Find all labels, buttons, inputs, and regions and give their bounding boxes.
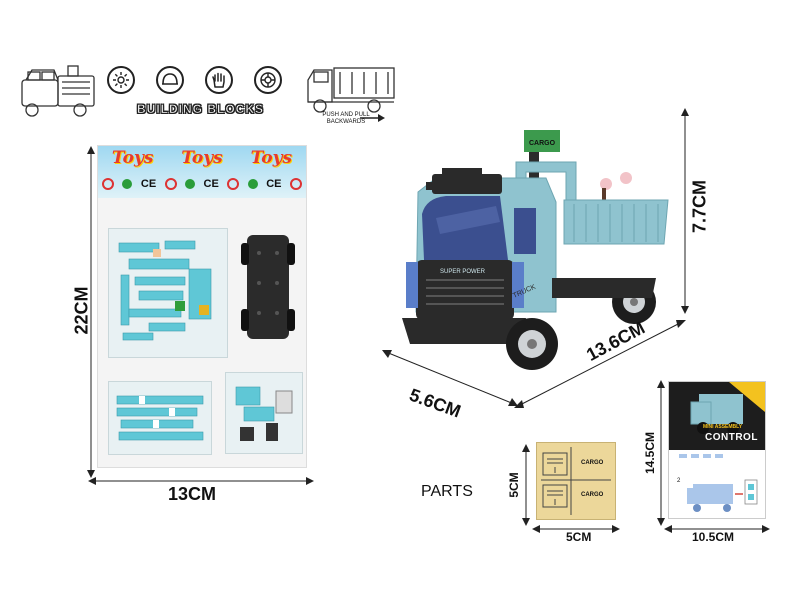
instruction-manual: MINI ASSEMBLY CONTROL 2	[668, 381, 766, 519]
toys-logo: Toys	[250, 148, 293, 168]
package-header: Toys Toys Toys CE CE CE	[98, 146, 306, 198]
truck-chassis	[241, 233, 295, 341]
parts-bag-small-1	[108, 381, 212, 455]
package-height-line	[86, 146, 96, 478]
push-pull-line1: PUSH AND PULL	[322, 112, 370, 118]
cargo-sign-text: CARGO	[529, 140, 556, 147]
wheel-icon	[254, 66, 282, 94]
truck-width-line	[380, 346, 520, 410]
recycle-icon	[247, 179, 258, 189]
arrow-right-icon	[360, 113, 386, 123]
no-small-parts-icon	[164, 178, 177, 190]
parts-width-label: 5CM	[566, 530, 592, 544]
parts-height-line	[521, 444, 531, 526]
package-bag: Toys Toys Toys CE CE CE	[97, 145, 307, 468]
package-width-label: 13CM	[168, 484, 217, 504]
grille-text: SUPER POWER	[440, 269, 486, 275]
manual-title-line2: CONTROL	[705, 432, 758, 443]
parts-bag-large	[108, 228, 228, 358]
parts-height-label: 5CM	[507, 472, 521, 498]
parts-label: PARTS	[421, 483, 473, 500]
manual-step-number: 2	[677, 478, 681, 484]
recycle-icon	[122, 179, 133, 189]
truck-height-line	[680, 108, 690, 314]
sticker-cargo-text-1: CARGO	[581, 460, 604, 466]
no-small-parts-icon	[227, 178, 240, 190]
feature-icons-row	[107, 66, 285, 98]
package-width-line	[88, 476, 314, 486]
ce-mark: CE	[203, 178, 219, 190]
truck-height-label: 7.7CM	[689, 180, 710, 234]
line-art-truck-front	[18, 62, 100, 120]
no-small-parts-icon	[289, 178, 302, 190]
helmet-icon	[156, 66, 184, 94]
warning-marks-row: CE CE CE	[102, 176, 302, 192]
manual-width-line	[664, 524, 770, 534]
manual-width-label: 10.5CM	[692, 530, 735, 544]
ce-mark: CE	[266, 178, 282, 190]
sticker-cargo-text-2: CARGO	[581, 492, 604, 498]
parts-bag-small-2	[225, 372, 303, 454]
assembled-truck: CARGO SUPER POWER TRUCK	[396, 122, 676, 382]
manual-cover: MINI ASSEMBLY CONTROL	[669, 382, 765, 450]
toys-logo: Toys	[111, 148, 154, 168]
toys-logo: Toys	[181, 148, 223, 168]
push-pull-line2: BACKWARDS	[326, 119, 366, 125]
recycle-icon	[185, 179, 196, 189]
manual-height-label: 14.5CM	[643, 431, 657, 475]
sticker-sheet: CARGO CARGO	[536, 442, 616, 520]
push-pull-label: PUSH AND PULL BACKWARDS	[316, 112, 376, 126]
line-art-truck-side	[304, 62, 400, 114]
building-blocks-title: BUILDING BLOCKS	[137, 102, 264, 117]
gear-assembly-icon	[107, 66, 135, 94]
parts-width-line	[532, 524, 620, 534]
hand-icon	[205, 66, 233, 94]
manual-height-line	[656, 380, 666, 526]
manual-title-line1: MINI ASSEMBLY	[703, 424, 743, 430]
ce-mark: CE	[140, 178, 157, 190]
no-small-parts-icon	[102, 178, 114, 190]
package-height-label: 22CM	[71, 286, 92, 335]
